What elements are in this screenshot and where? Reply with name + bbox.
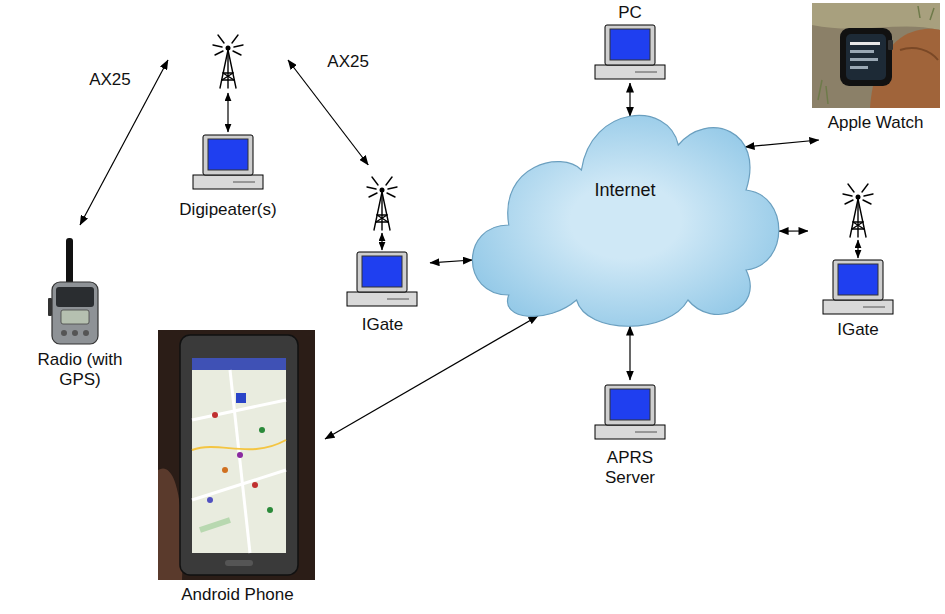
connector-arrow <box>288 60 368 165</box>
connector-arrow <box>629 83 630 116</box>
node-label: Android Phone <box>181 585 293 605</box>
connector-arrow <box>80 60 168 225</box>
connector-arrow <box>629 326 630 380</box>
connector-arrow <box>745 140 819 147</box>
apple-watch-photo <box>812 3 940 108</box>
connector-arrow <box>430 260 472 263</box>
node-label: Radio (with GPS) <box>30 350 130 391</box>
edge-label-holder: AX25 <box>324 52 372 72</box>
apple-watch-node: Apple Watch <box>808 0 943 140</box>
android-phone-photo <box>158 330 315 580</box>
cloud-outline <box>472 115 778 326</box>
edge-label: AX25 <box>324 52 372 72</box>
internal-arrow <box>381 233 382 250</box>
igate-node: IGate <box>808 180 908 345</box>
node-label: Apple Watch <box>828 113 924 133</box>
pc-node: PC <box>580 3 680 83</box>
connector-arrow <box>779 230 808 231</box>
aprs-server-node: APRS Server <box>580 380 680 500</box>
node-label: IGate <box>837 320 879 340</box>
radio-illustration <box>48 238 98 344</box>
radio-node: Radio (with GPS) <box>20 225 140 405</box>
node-label: Internet <box>594 180 655 202</box>
node-label: PC <box>618 3 642 23</box>
internet-cloud: Internet <box>470 95 780 330</box>
android-phone-node: Android Phone <box>150 325 325 610</box>
internal-arrow <box>227 93 228 132</box>
connector-arrow <box>325 316 538 439</box>
digipeater-node: Digipeater(s) <box>168 35 288 235</box>
internal-arrow <box>857 240 858 258</box>
node-label: APRS Server <box>595 448 665 489</box>
igate-node: IGate <box>335 165 430 340</box>
cloud-shape <box>470 95 780 330</box>
node-label: IGate <box>362 315 404 335</box>
edge-label: AX25 <box>86 70 134 90</box>
edge-label-holder: AX25 <box>86 70 134 90</box>
node-label: Digipeater(s) <box>179 200 276 220</box>
